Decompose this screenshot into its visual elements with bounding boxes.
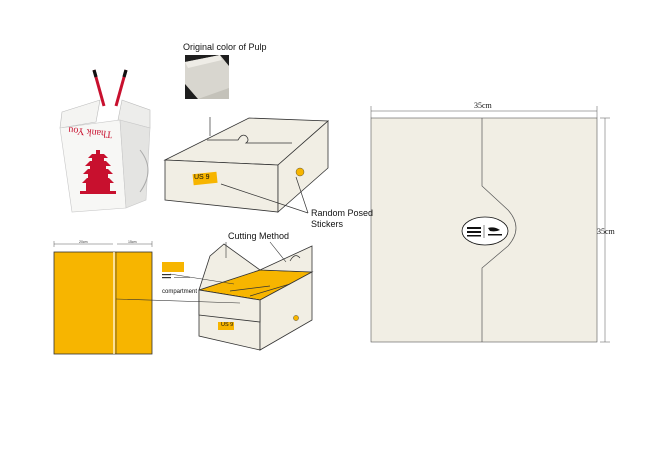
us9-sticker-bottom [218, 322, 234, 330]
pulp-sample-image [185, 55, 229, 99]
us9-sticker-top [192, 171, 218, 186]
closed-pulp-box [163, 117, 330, 213]
us9-sticker-top-text: US 9 [194, 174, 210, 181]
open-pulp-box [198, 243, 314, 351]
height-35cm-label: 35cm [597, 227, 615, 236]
takeout-carton-image [59, 69, 151, 213]
dim-left-panel: 20cm [79, 240, 88, 244]
legend-text-line [174, 277, 190, 278]
stickers-callout-line-2 [220, 183, 309, 214]
sticker-dot-icon [295, 167, 305, 177]
legend-text-line [162, 274, 171, 276]
us9-sticker-bottom-text: US 9 [221, 322, 234, 328]
width-35cm-label: 35cm [474, 101, 492, 110]
legend-text-line [162, 277, 171, 279]
compartment-callout-line [115, 298, 241, 304]
cutting-method-label: Cutting Method [228, 231, 290, 241]
flat-layout [53, 241, 153, 355]
legend-sticker [162, 262, 184, 272]
brand-logo-icon [461, 216, 509, 246]
cutting-callout-line-2 [269, 241, 287, 263]
compartment-label: compartment [162, 289, 198, 295]
sticker-dot-icon [293, 315, 299, 321]
stickers-callout-line [295, 176, 309, 214]
stickers-label: Stickers [311, 219, 344, 229]
box-notch [289, 255, 301, 262]
carton-thank-you-text: Thank You [68, 124, 113, 140]
random-posed-label: Random Posed [311, 208, 374, 218]
legend-callout-line [169, 273, 235, 285]
box-lid-cut-line [207, 134, 292, 144]
original-color-label: Original color of Pulp [183, 42, 267, 52]
dim-right-panel: 15cm [128, 240, 137, 244]
